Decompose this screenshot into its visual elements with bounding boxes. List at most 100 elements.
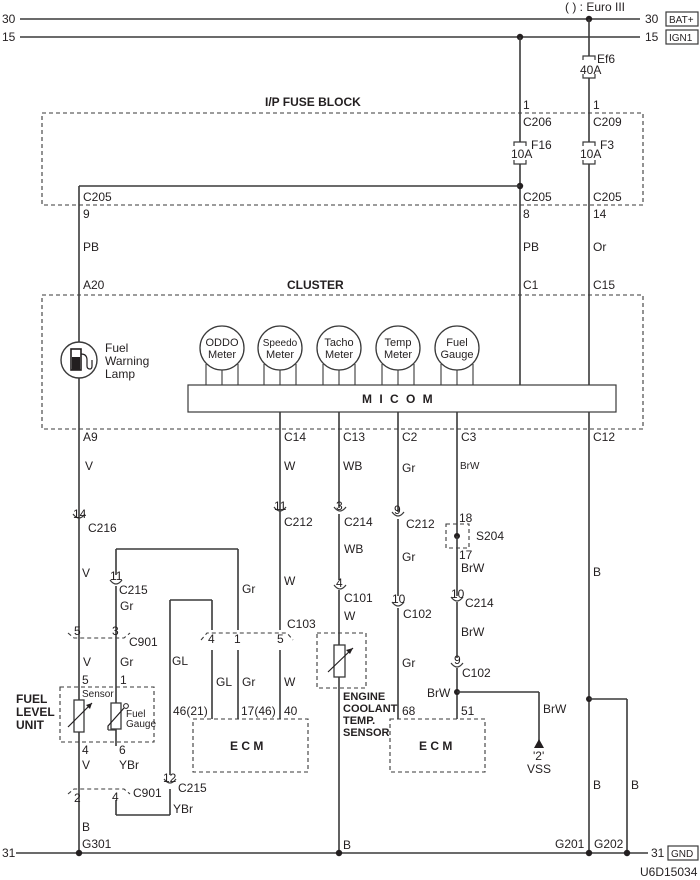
fuse-block-title: I/P FUSE BLOCK	[265, 95, 361, 109]
meter-circle	[316, 325, 362, 371]
ign-tag: IGN1	[669, 33, 693, 44]
c216-pin: 14	[73, 507, 87, 521]
meter-label-1: Fuel	[446, 337, 467, 349]
ect-label-3: TEMP.	[343, 715, 375, 727]
c901b-connector	[67, 788, 131, 795]
variable-resistor-sensor-icon	[67, 699, 93, 733]
c103-pin-b: 1	[234, 632, 241, 646]
wire-color-c13: WB	[343, 459, 362, 473]
wire-color-ybr: YBr	[119, 758, 139, 772]
s204-pin-bot: 17	[459, 548, 473, 562]
meter-label-2: Meter	[325, 349, 353, 361]
wire-color-b-g301: B	[82, 820, 90, 834]
wire-color-w-ect: W	[344, 609, 356, 623]
micom-label: M I C O M	[362, 392, 435, 406]
wire-color-gl4: GL	[216, 675, 232, 689]
c103-pin-c: 5	[277, 632, 284, 646]
f3-rating: 10A	[580, 147, 601, 161]
c215b-pin: 12	[163, 771, 177, 785]
bat-tag-box	[665, 11, 699, 27]
cluster-pin-a20: A20	[83, 278, 105, 292]
c216-name: C216	[88, 521, 117, 535]
c214a-pin: 3	[336, 499, 343, 513]
ect-label-2: COOLANT	[343, 703, 398, 715]
ground-g301-label: G301	[82, 837, 112, 851]
meter-circle	[199, 325, 245, 371]
fuse-block-outline	[41, 112, 644, 206]
ground-ect-dot	[335, 849, 343, 857]
f16-rating: 10A	[511, 147, 532, 161]
c901a-pin-l: 5	[74, 624, 81, 638]
wire-color-c2: Gr	[402, 461, 415, 475]
wire-color-ybr2: YBr	[173, 802, 193, 816]
wire-color-left: PB	[83, 240, 99, 254]
c102b-name: C102	[462, 666, 491, 680]
c102a-name: C102	[403, 607, 432, 621]
c101-pin: 4	[336, 576, 343, 590]
micom-box	[187, 384, 617, 413]
ect-label-4: SENSOR	[343, 727, 390, 739]
f16-conn-in: C206	[523, 115, 552, 129]
flu-pin5: 5	[82, 673, 89, 687]
c901a-name: C901	[129, 635, 158, 649]
c901a-connector	[67, 632, 131, 639]
euro-note: ( ) : Euro III	[565, 0, 625, 14]
meter-label-2: Gauge	[440, 349, 473, 361]
wire-color-v2: V	[82, 566, 90, 580]
vss-arrow-icon	[534, 739, 544, 748]
c101-name: C101	[344, 591, 373, 605]
wire-color-w4: W	[284, 675, 296, 689]
ect-label-1: ENGINE	[343, 691, 385, 703]
c103-name: C103	[287, 617, 316, 631]
gnd-tag-box	[667, 845, 699, 861]
fuel-gauge-resistor-icon	[107, 702, 129, 731]
wire-color-gr-loop: Gr	[242, 582, 255, 596]
ground-g202-label: G202	[594, 837, 624, 851]
wire-color-gr5: Gr	[402, 656, 415, 670]
c101-connector-icon	[333, 584, 347, 590]
ecm2-pin-a: 68	[402, 704, 416, 718]
vss-label-2: VSS	[527, 762, 551, 776]
cluster-pin-c3: C3	[461, 430, 477, 444]
flu-pin1: 1	[120, 673, 127, 687]
c215a-connector-icon	[109, 579, 123, 585]
left-conn-out: C205	[83, 190, 112, 204]
c901a-pin-r: 3	[112, 624, 119, 638]
wire-color-gl-loop: GL	[172, 654, 188, 668]
f3-conn-in: C209	[593, 115, 622, 129]
gnd-tag: GND	[671, 849, 693, 860]
fuel-pump-icon	[70, 348, 93, 371]
c215a-name: C215	[119, 583, 148, 597]
meter-label-2: Meter	[208, 349, 236, 361]
ect-outline	[316, 632, 367, 689]
wire-color-brw2: BrW	[461, 561, 485, 575]
wire-color-b-g202: B	[631, 778, 639, 792]
flu-gauge-label-1: Fuel	[126, 709, 145, 720]
meter-label-1: ODDO	[206, 337, 239, 349]
wire-color-a9: V	[85, 459, 93, 473]
meter-label-1: Speedo	[263, 338, 298, 349]
meter-circle	[375, 325, 421, 371]
wire-color-b-g201: B	[593, 778, 601, 792]
c102b-pin: 9	[454, 653, 461, 667]
c214a-connector-icon	[333, 506, 347, 512]
f16-conn-out: C205	[523, 190, 552, 204]
c212a-connector-icon	[273, 506, 287, 512]
cluster-pin-a9: A9	[83, 430, 98, 444]
lamp-label-3: Lamp	[105, 367, 135, 381]
left-pin-out: 9	[83, 207, 90, 221]
ign-tag-box	[665, 29, 699, 45]
rail-15-left-label: 15	[2, 30, 16, 44]
meters-group: ODDOMeterSpeedoMeterTachoMeterTempMeterF…	[199, 325, 480, 385]
c214a-name: C214	[344, 515, 373, 529]
c214b-pin: 10	[451, 587, 465, 601]
ground-g202-dot	[623, 849, 631, 857]
f16-pin-out: 8	[523, 207, 530, 221]
ecm1-label: E C M	[230, 739, 263, 753]
c901b-pin-r: 4	[112, 790, 119, 804]
bat-tag: BAT+	[669, 15, 694, 26]
c103-connector	[200, 632, 294, 641]
